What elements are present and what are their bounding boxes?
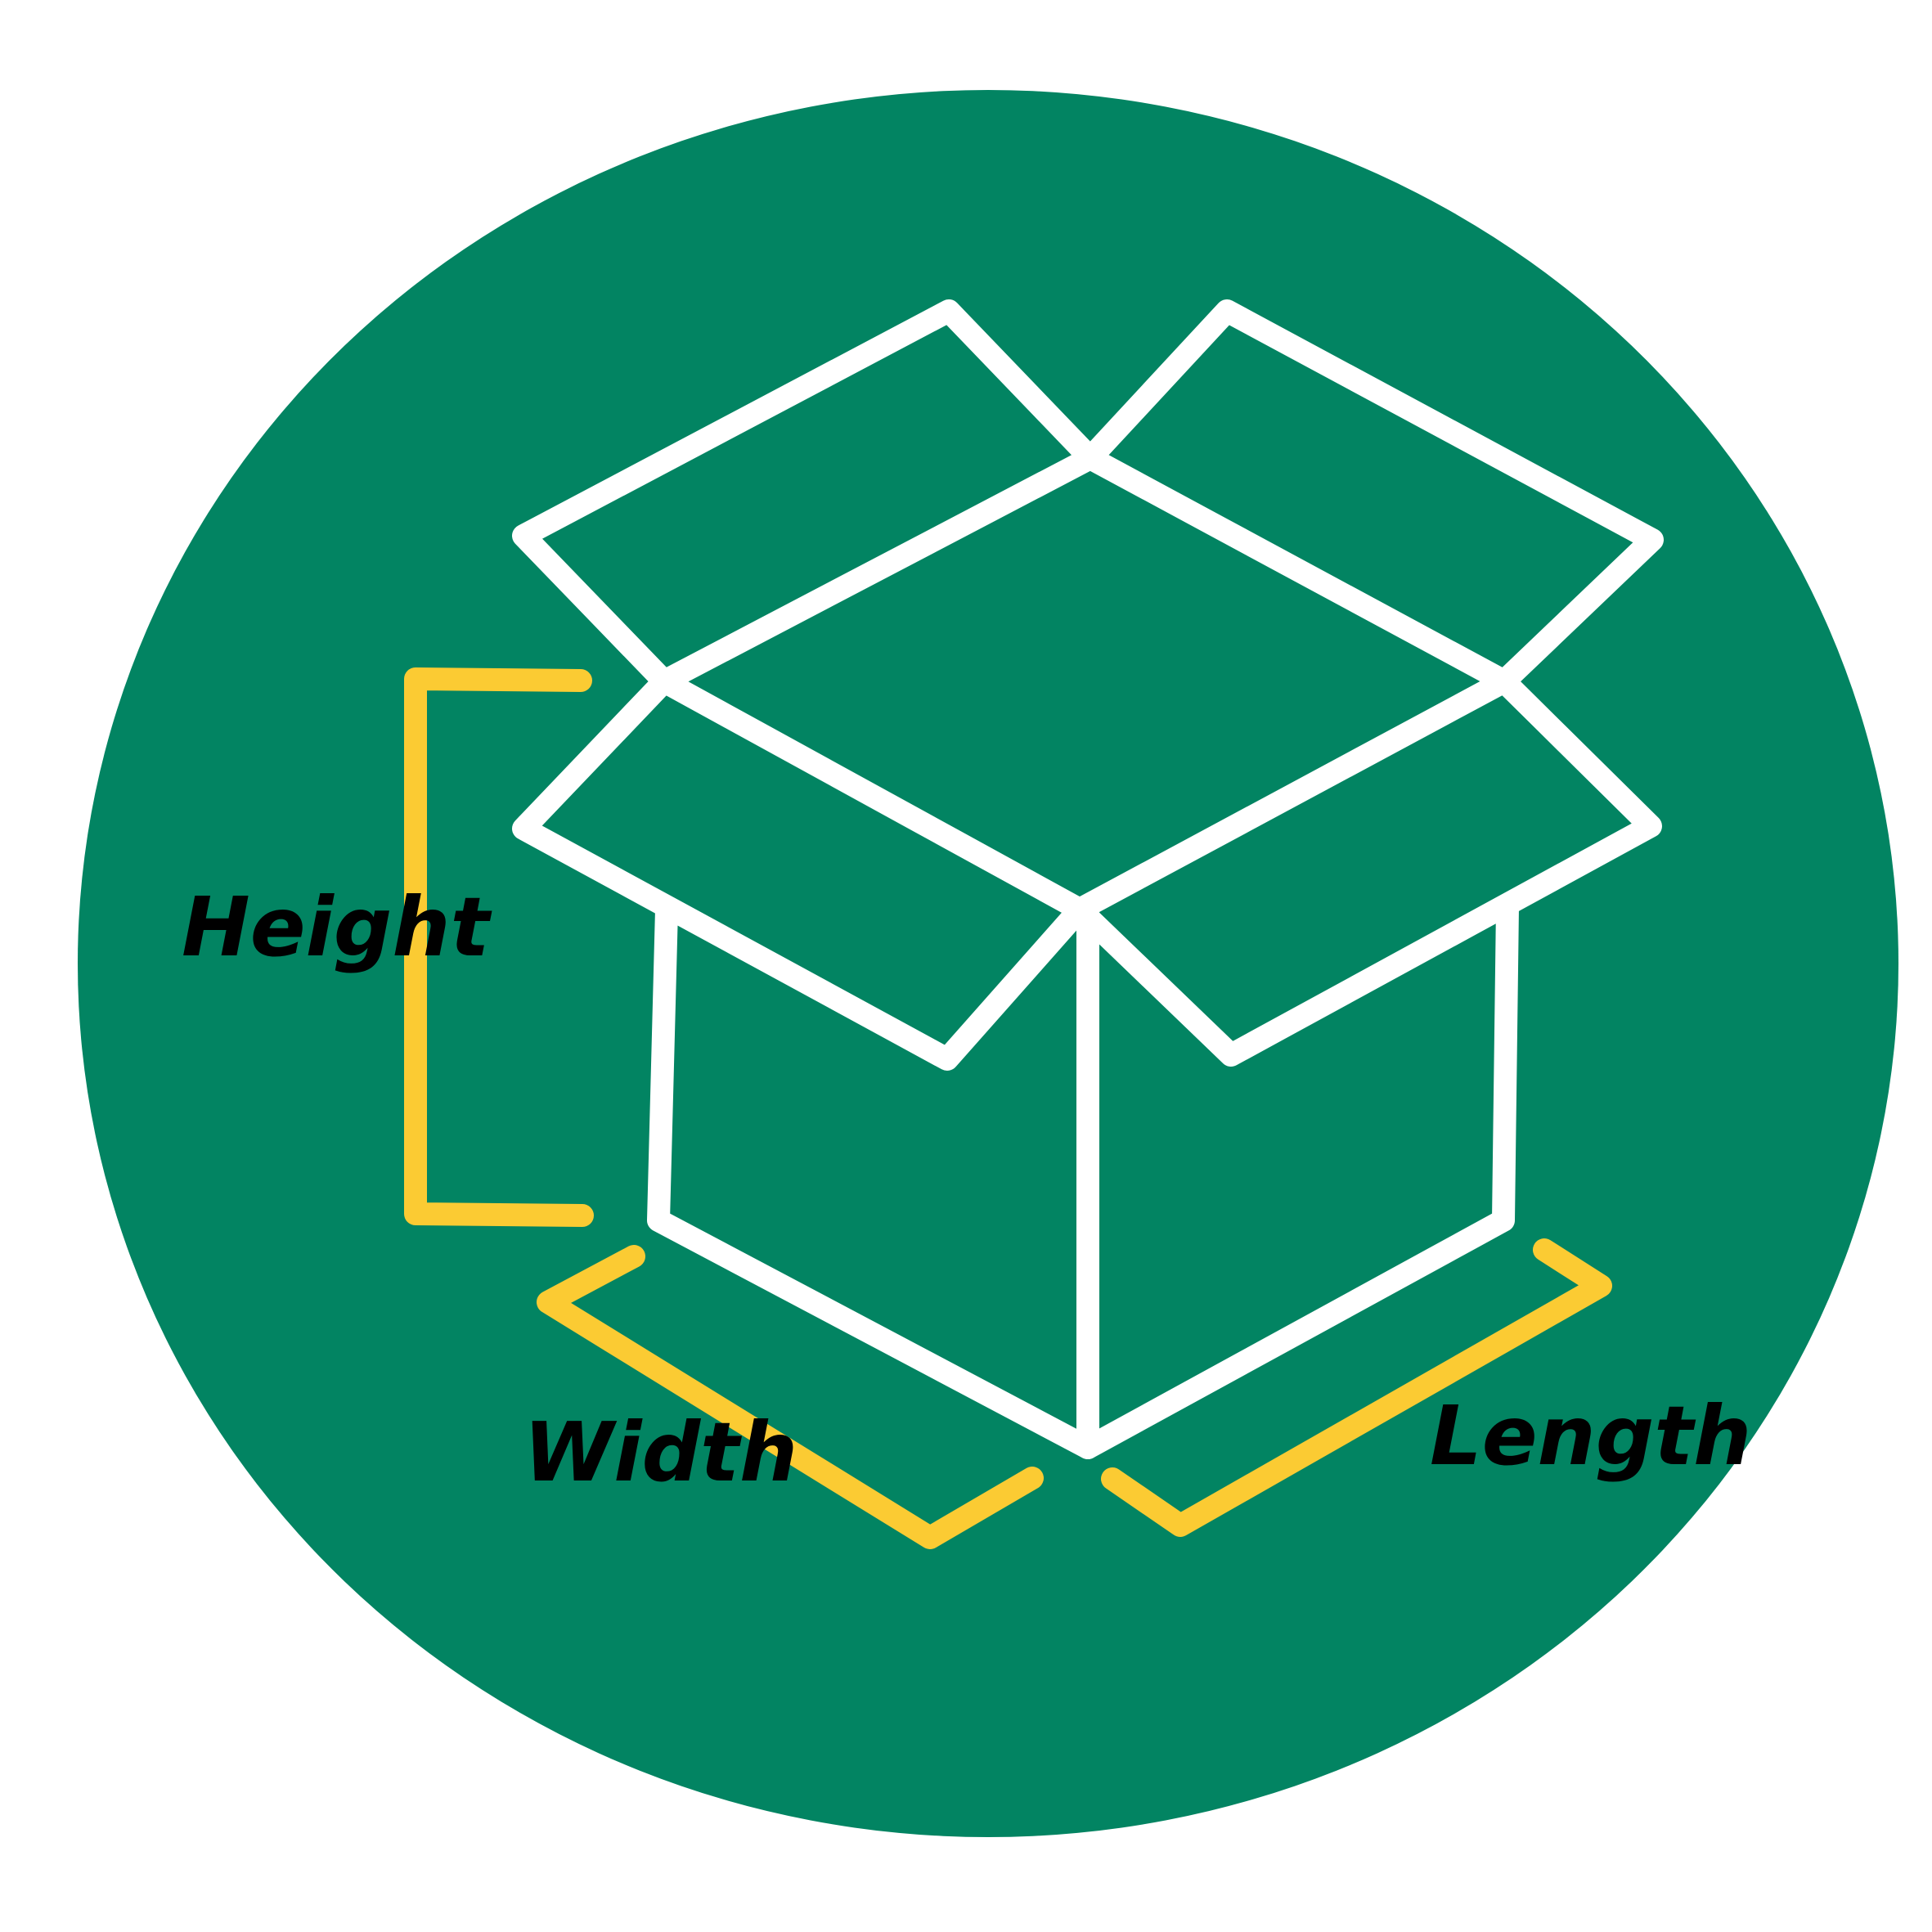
height-label: Height [182, 879, 492, 975]
length-label: Length [1430, 1388, 1751, 1484]
length-bracket [1101, 1238, 1612, 1537]
box-body-right-wall [1076, 895, 1519, 1459]
box-flap-front-left [512, 670, 1091, 1071]
open-cardboard-box-icon [512, 299, 1664, 1459]
width-bracket [537, 1245, 1044, 1549]
height-bracket [404, 667, 594, 1227]
box-flap-front-right [1068, 670, 1662, 1067]
box-flap-back-left [512, 299, 1102, 693]
width-label: Width [523, 1404, 798, 1500]
box-body-left-wall [647, 898, 1099, 1459]
box-flap-back-right [1079, 299, 1664, 693]
